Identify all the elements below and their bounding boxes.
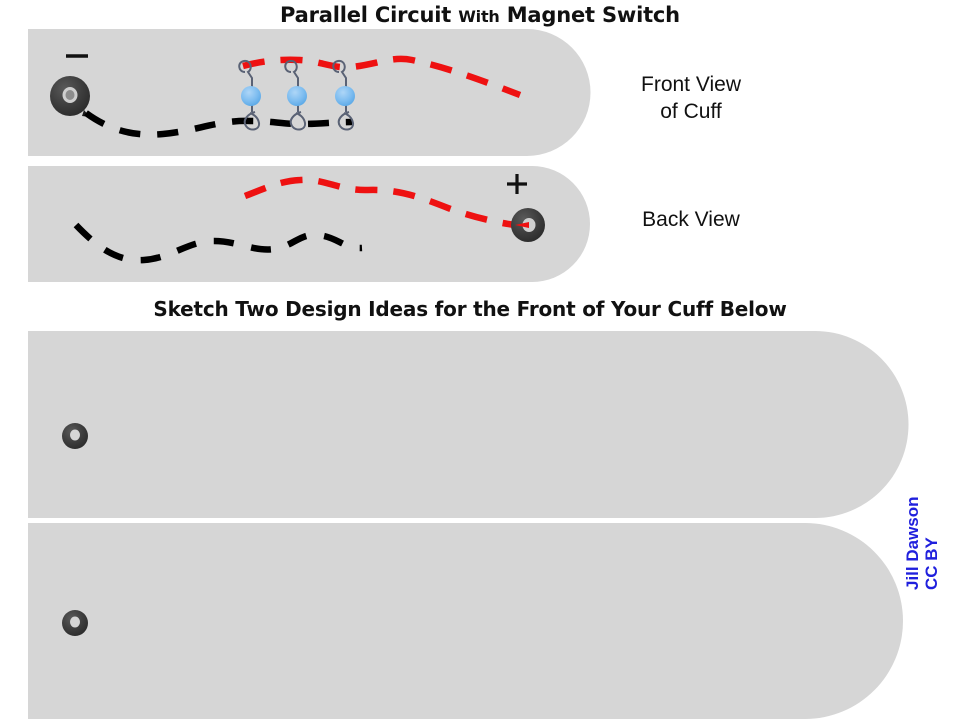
sketch-instruction-heading: Sketch Two Design Ideas for the Front of… <box>153 297 787 321</box>
led-3 <box>332 59 355 131</box>
led-1 <box>238 59 261 131</box>
positive-terminal-sign <box>507 174 527 194</box>
front-view-label-line2: of Cuff <box>660 99 722 123</box>
front-view-cuff <box>28 29 591 156</box>
page-title: Parallel Circuit With Magnet Switch <box>0 3 960 27</box>
back-view-cuff <box>28 166 590 282</box>
positive-wire-back <box>243 176 523 230</box>
page-title-with: With <box>458 7 500 26</box>
back-view-magnet <box>511 208 545 242</box>
negative-wire-front <box>84 110 353 138</box>
back-view-cuff-shape <box>28 166 590 282</box>
page-title-part2: Magnet Switch <box>499 3 680 27</box>
back-view-label: Back View <box>642 208 740 231</box>
sketch-cuff-2[interactable] <box>28 523 903 719</box>
sketch-cuff-1[interactable] <box>28 331 909 518</box>
front-view-label-line1: Front View <box>641 73 741 96</box>
front-view-cuff-shape <box>28 29 591 156</box>
led-2 <box>284 59 307 131</box>
positive-wire-front <box>242 55 522 99</box>
front-view-label: Front View of Cuff <box>606 72 776 126</box>
page-title-part1: Parallel Circuit <box>280 3 459 27</box>
sketch-cuff-1-magnet <box>62 423 88 449</box>
sketch-cuff-2-shape[interactable] <box>28 523 903 719</box>
sketch-cuff-1-shape[interactable] <box>28 331 909 518</box>
sketch-cuff-2-magnet <box>62 610 88 636</box>
